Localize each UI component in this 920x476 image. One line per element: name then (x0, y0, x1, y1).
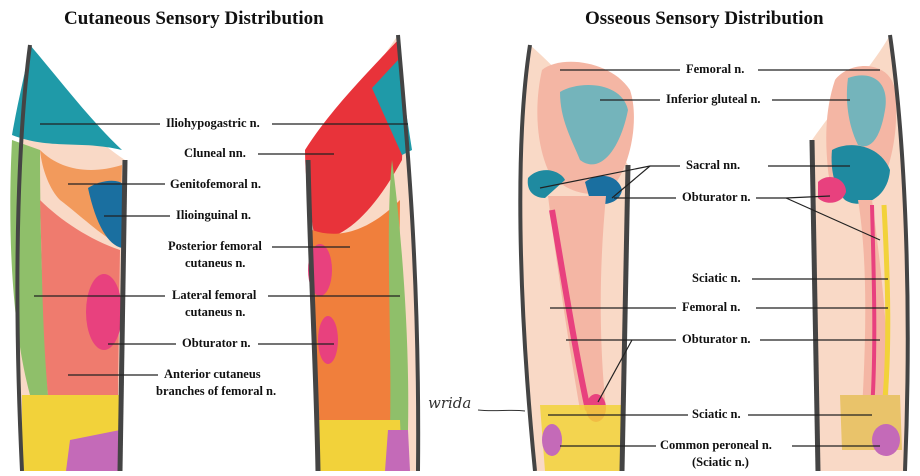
label-anterior-cutaneus-1: Anterior cutaneus (162, 367, 263, 382)
label-inferior-gluteal: Inferior gluteal n. (664, 92, 763, 107)
label-iliohypogastric: Iliohypogastric n. (164, 116, 262, 131)
label-ilioinguinal: Ilioinguinal n. (174, 208, 253, 223)
label-osseous-femoral-mid: Femoral n. (680, 300, 742, 315)
label-posterior-femoral-1: Posterior femoral (166, 239, 264, 254)
artist-signature: wrida (428, 394, 471, 412)
cutaneous-title: Cutaneous Sensory Distribution (64, 8, 324, 30)
signature-underline (478, 410, 525, 411)
label-common-peroneal-1: Common peroneal n. (658, 438, 774, 453)
label-osseous-obturator-top: Obturator n. (680, 190, 753, 205)
label-common-peroneal-2: (Sciatic n.) (690, 455, 751, 470)
left-knee-peroneal (542, 424, 562, 456)
label-obturator: Obturator n. (180, 336, 253, 351)
label-osseous-sciatic-low: Sciatic n. (690, 407, 743, 422)
obturator-patch-left (86, 274, 122, 350)
label-sacral: Sacral nn. (684, 158, 742, 173)
label-cluneal: Cluneal nn. (182, 146, 248, 161)
label-osseous-femoral-top: Femoral n. (684, 62, 746, 77)
label-anterior-cutaneus-2: branches of femoral n. (154, 384, 278, 399)
label-osseous-obturator-mid: Obturator n. (680, 332, 753, 347)
label-osseous-sciatic-mid: Sciatic n. (690, 271, 743, 286)
osseous-left-leg (520, 45, 634, 471)
cutaneous-back-leg (305, 35, 418, 471)
label-genitofemoral: Genitofemoral n. (168, 177, 263, 192)
obturator-patch-back-2 (318, 316, 338, 364)
label-lateral-femoral-2: cutaneus n. (183, 305, 247, 320)
label-posterior-femoral-2: cutaneus n. (183, 256, 247, 271)
osseous-title: Osseous Sensory Distribution (585, 8, 824, 30)
label-lateral-femoral-1: Lateral femoral (170, 288, 258, 303)
medial-lower-back (385, 430, 410, 471)
right-knee-peroneal (872, 424, 900, 456)
cutaneous-front-leg (10, 45, 125, 471)
